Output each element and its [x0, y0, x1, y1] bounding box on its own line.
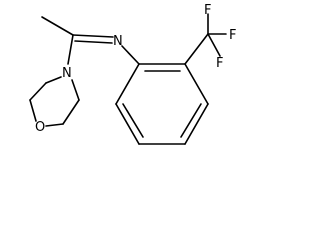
bond-ring-inner-3 — [122, 103, 144, 138]
bond-morph-c2-c3 — [62, 99, 80, 125]
bond-morph-c3-o — [45, 123, 64, 127]
atom-n-morpholine: N — [62, 66, 72, 81]
bond-cf3-f3 — [207, 33, 221, 57]
bond-imine-1 — [72, 34, 114, 38]
bond-morph-o-c5 — [29, 99, 37, 122]
bond-n-aryl — [121, 45, 140, 65]
molecule-drawing: N O N F F F — [29, 3, 236, 145]
bond-morph-n-c2 — [71, 79, 80, 101]
bond-methyl — [41, 16, 74, 36]
bond-imine-2 — [74, 40, 113, 44]
bond-ring-inner-2 — [180, 103, 202, 138]
bond-morph-c5-c6 — [29, 82, 47, 101]
bond-ring-6 — [115, 63, 140, 105]
bond-morph-c6-n — [45, 76, 62, 84]
bond-c-nmorph — [67, 34, 74, 65]
atom-o-morpholine: O — [35, 120, 45, 135]
bond-ring-2 — [184, 63, 209, 105]
atom-f2: F — [229, 28, 236, 43]
atom-f1: F — [204, 3, 211, 18]
atom-f3: F — [216, 56, 223, 71]
atom-n-imine: N — [113, 34, 123, 49]
bond-ring-cf3 — [184, 33, 209, 65]
bond-ring-3 — [184, 103, 209, 145]
structure-diagram: N O N F F F — [0, 0, 245, 155]
bond-ring-5 — [115, 103, 140, 145]
